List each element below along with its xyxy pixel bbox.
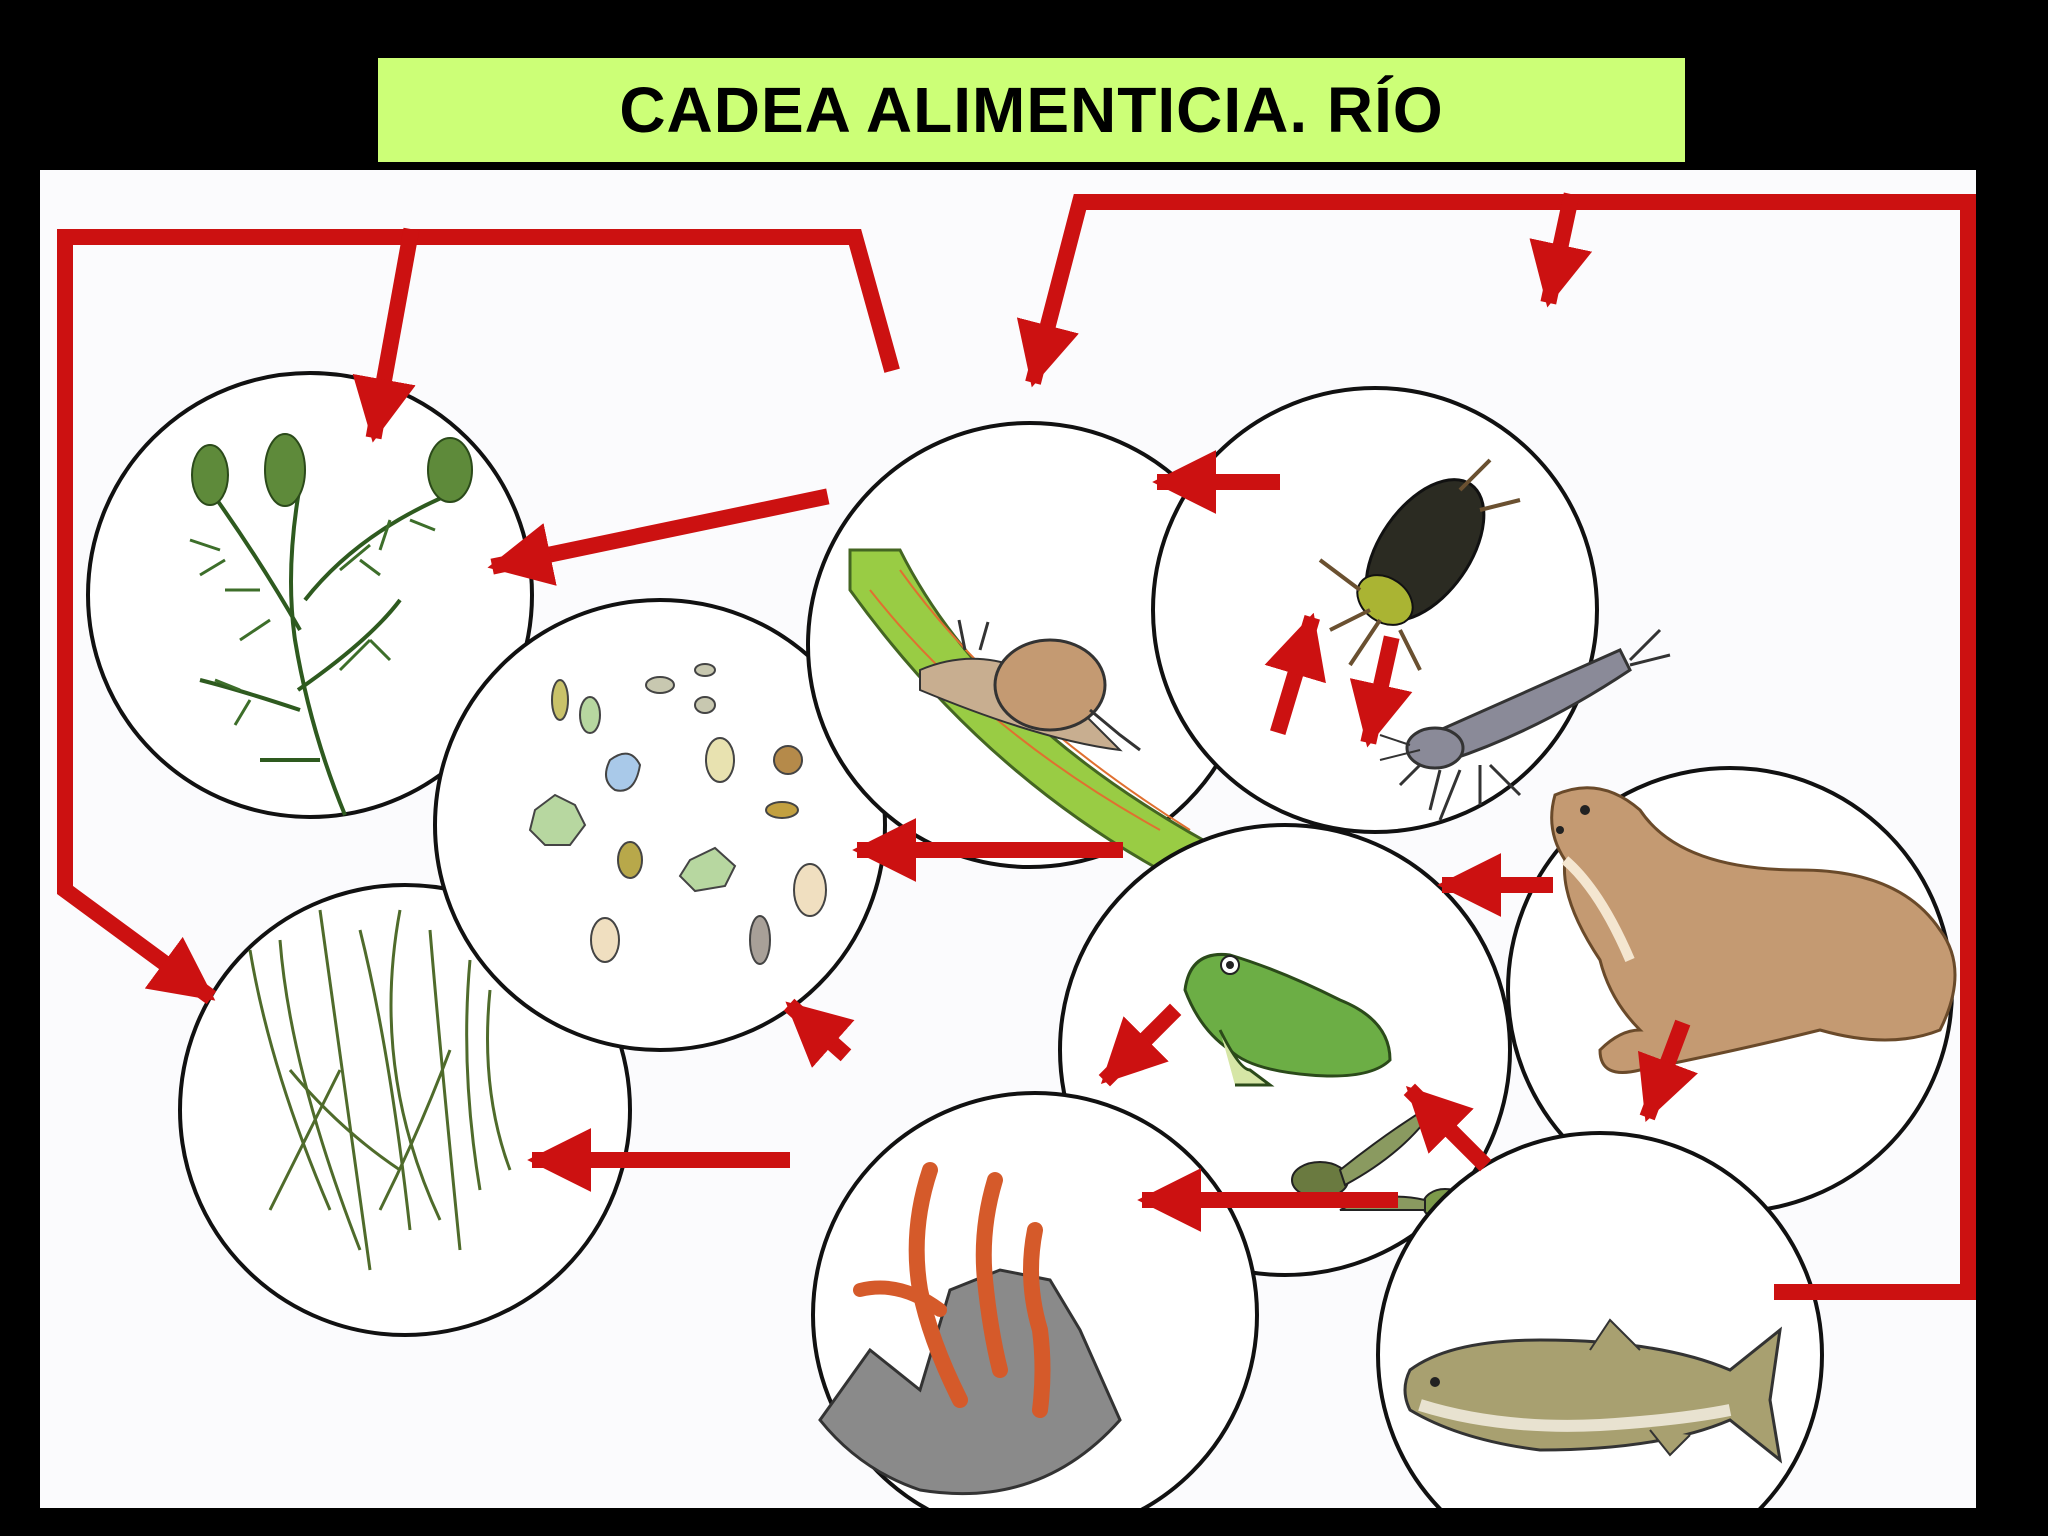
arrow-to-insects (1529, 192, 1593, 308)
otter-icon (1550, 786, 1957, 1074)
trout-icon (1403, 1318, 1783, 1464)
arrow-otter-to-trout (1638, 1019, 1698, 1122)
diagram-panel (40, 170, 1976, 1508)
microorganism-icon (528, 663, 827, 965)
beetle-icon (1318, 458, 1521, 671)
title-bar: CADEA ALIMENTICIA. RÍO (378, 58, 1685, 162)
arrow-snail-to-grass (57, 229, 900, 1005)
frog-icon (1183, 952, 1392, 1087)
node-worms (811, 1091, 1259, 1508)
node-microorganisms (433, 598, 887, 1052)
grass-icon (248, 909, 512, 1271)
worm-icon (818, 1162, 1122, 1496)
arrow-worms-to-micro (783, 998, 855, 1068)
insect-larva-icon (1379, 628, 1671, 821)
food-chain-arrows (57, 192, 1976, 1300)
arrow-snail-to-plant (487, 488, 830, 586)
arrow-trout-loop (1016, 194, 1976, 1300)
arrow-to-aquatic-plant (352, 227, 420, 443)
arrow-frog-to-insects (1264, 612, 1326, 735)
node-trout (1376, 1131, 1824, 1508)
aquatic-plant-icon (189, 433, 473, 816)
arrow-insects-to-frog (1349, 635, 1413, 748)
food-chain-diagram (57, 192, 1976, 1508)
node-aquatic-plant (86, 371, 534, 819)
arrow-trout-to-frog (1403, 1083, 1492, 1172)
diagram-title: CADEA ALIMENTICIA. RÍO (619, 74, 1444, 146)
node-otter (1506, 766, 1957, 1214)
arrow-frog-to-worms (1098, 1003, 1182, 1087)
node-insects (1151, 386, 1671, 834)
snail-icon (848, 548, 1245, 872)
